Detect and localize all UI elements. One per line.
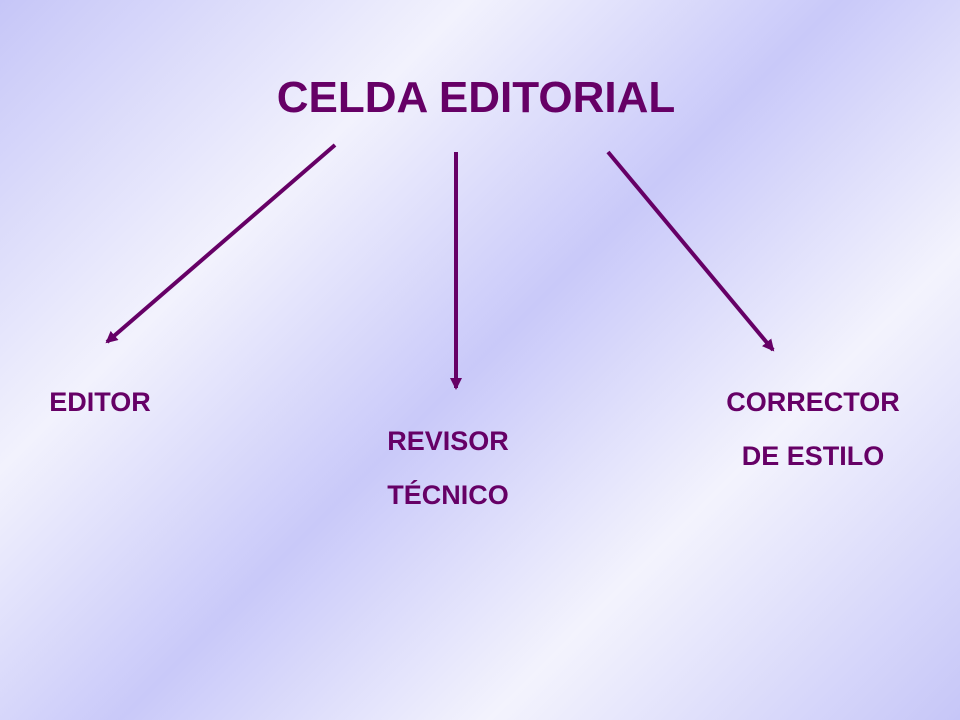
node-corrector-de-estilo: CORRECTOR DE ESTILO — [688, 387, 938, 471]
node-revisor-label-line1: REVISOR — [387, 426, 509, 456]
node-revisor-label-line2: TÉCNICO — [387, 480, 509, 510]
node-revisor-tecnico: REVISOR TÉCNICO — [348, 426, 548, 510]
arrow-to-corrector — [606, 150, 775, 352]
node-editor-label: EDITOR — [49, 387, 151, 417]
node-corrector-label-line1: CORRECTOR — [726, 387, 900, 417]
arrow-to-editor — [105, 143, 337, 344]
node-corrector-label-line2: DE ESTILO — [741, 441, 885, 471]
node-editor: EDITOR — [30, 387, 170, 417]
diagram-title: CELDA EDITORIAL — [276, 73, 676, 122]
